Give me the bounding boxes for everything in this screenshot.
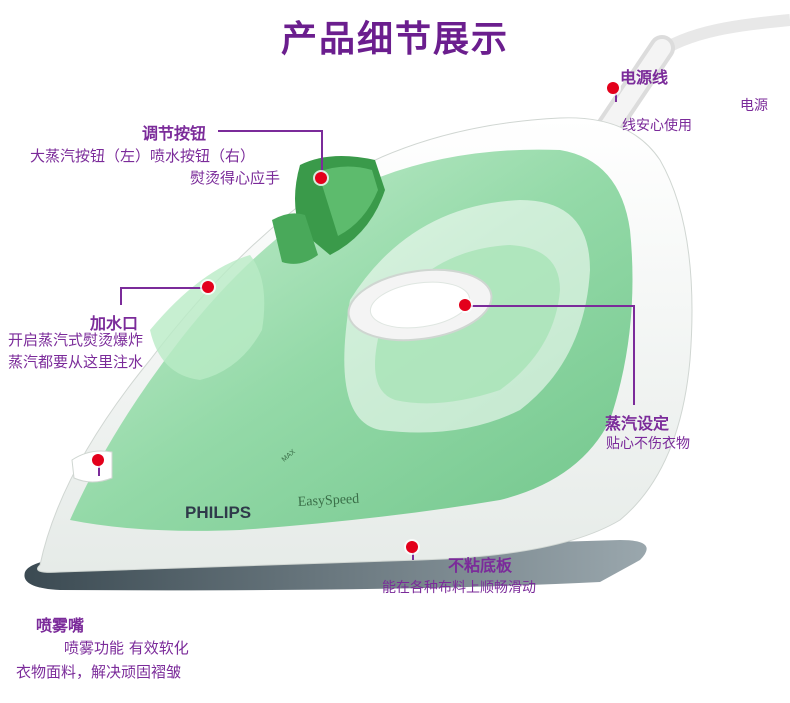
buttons-label: 调节按钮 bbox=[142, 124, 207, 143]
buttons-desc-1: 大蒸汽按钮（左）喷水按钮（右） bbox=[30, 147, 256, 165]
water-inlet-desc-1: 开启蒸汽式熨烫爆炸 bbox=[8, 331, 144, 349]
steam-setting-desc: 贴心不伤衣物 bbox=[606, 436, 690, 452]
power-cord-desc: 线安心使用 bbox=[622, 118, 692, 134]
spray-button bbox=[272, 213, 318, 264]
power-cord-extra: 电源 bbox=[740, 98, 768, 114]
soleplate-desc: 能在各种布料上顺畅滑动 bbox=[382, 580, 536, 596]
spray-nozzle-desc-2: 衣物面料，解决顽固褶皱 bbox=[16, 663, 182, 681]
nozzle-marker-dot bbox=[92, 454, 104, 466]
steam-setting-label: 蒸汽设定 bbox=[605, 414, 670, 433]
cord-callout-line bbox=[615, 86, 617, 102]
buttons-marker-dot bbox=[315, 172, 327, 184]
page-title: 产品细节展示 bbox=[280, 19, 509, 60]
buttons-desc-2: 熨烫得心应手 bbox=[190, 169, 281, 187]
power-cord bbox=[651, 14, 790, 60]
spray-nozzle-desc-1: 喷雾功能 有效软化 bbox=[64, 639, 189, 657]
water-inlet-desc-2: 蒸汽都要从这里注水 bbox=[8, 353, 144, 371]
cord-marker-dot bbox=[607, 82, 619, 94]
soleplate-marker-dot bbox=[406, 541, 418, 553]
steam-marker-dot bbox=[459, 299, 471, 311]
spray-nozzle-label: 喷雾嘴 bbox=[36, 616, 85, 635]
brand-logo: PHILIPS bbox=[185, 503, 251, 522]
soleplate-label: 不粘底板 bbox=[448, 556, 513, 575]
inlet-marker-dot bbox=[202, 281, 214, 293]
spray-nozzle bbox=[71, 450, 113, 483]
power-cord-label: 电源线 bbox=[620, 68, 669, 87]
water-inlet-label: 加水口 bbox=[90, 314, 139, 333]
water-inlet bbox=[150, 255, 265, 380]
model-name: EasySpeed bbox=[297, 492, 359, 510]
